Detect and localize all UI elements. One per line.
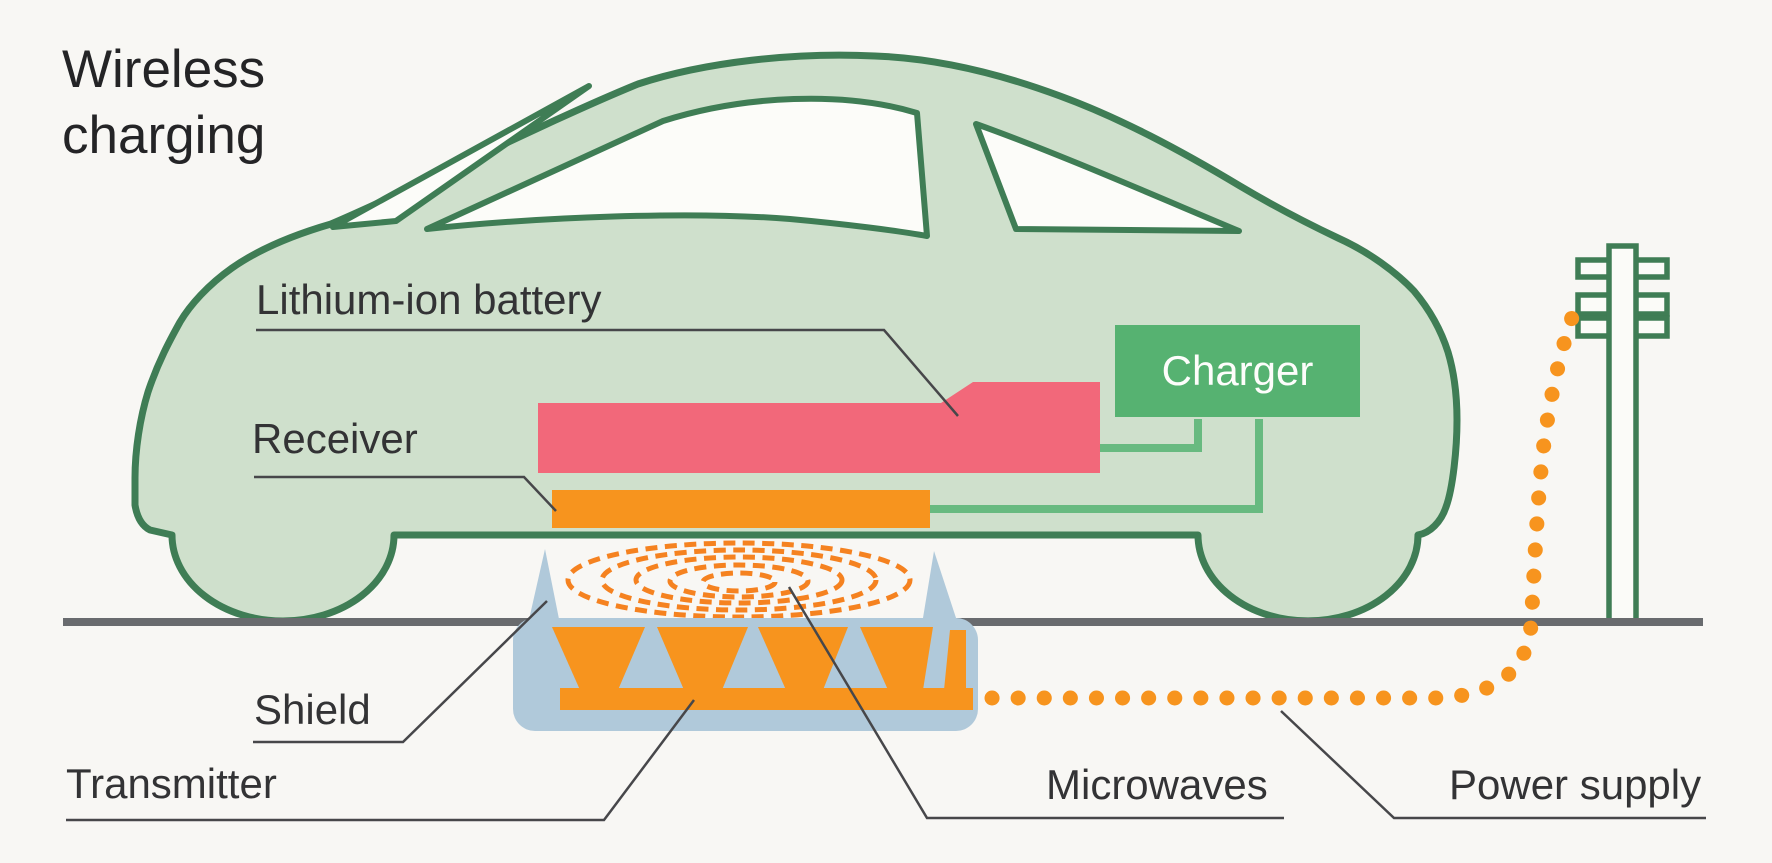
microwave-ring-1 <box>565 540 913 620</box>
drivetrain-components <box>538 325 1360 528</box>
shield-left-spike <box>528 549 560 624</box>
title-line-2: charging <box>62 106 266 165</box>
receiver-shape <box>552 490 930 528</box>
wire-receiver-to-charger <box>930 419 1263 513</box>
lithium-ion-battery-shape <box>538 382 1100 473</box>
windshield-window <box>330 83 592 230</box>
label-shield: Shield <box>254 686 371 733</box>
shield-right-spike <box>922 551 958 624</box>
side-window <box>424 95 930 239</box>
antenna-4 <box>860 627 933 690</box>
transmitter-antennas <box>552 627 973 710</box>
title-line-1: Wireless <box>62 40 266 99</box>
power-pole <box>1575 243 1670 625</box>
microwaves-leader-line <box>787 586 1284 820</box>
label-transmitter: Transmitter <box>66 760 277 807</box>
label-charger: Charger <box>1161 347 1314 394</box>
label-lithium-ion-battery: Lithium-ion battery <box>256 276 602 323</box>
wire-battery-to-charger <box>1100 419 1202 452</box>
antenna-1 <box>552 627 645 690</box>
microwave-ring-2 <box>599 547 879 613</box>
shield-leader-line <box>253 600 548 744</box>
label-receiver: Receiver <box>252 415 418 462</box>
transmitter-base-bar <box>560 688 973 710</box>
microwaves-field <box>565 540 913 620</box>
receiver-leader-line <box>254 475 557 512</box>
antenna-3 <box>758 627 848 690</box>
transmitter-leader-line <box>66 699 695 822</box>
microwave-ring-4 <box>667 562 811 600</box>
battery-leader-line <box>256 328 959 417</box>
power-supply-cable-dots <box>984 298 1584 706</box>
microwave-ring-5 <box>700 570 778 594</box>
leader-lines <box>66 328 1706 822</box>
rear-quarter-window <box>973 121 1242 234</box>
label-microwaves: Microwaves <box>1046 761 1268 808</box>
label-power-supply: Power supply <box>1449 761 1702 808</box>
charger-box <box>1115 325 1360 417</box>
antenna-2 <box>657 627 748 690</box>
microwave-ring-3 <box>633 554 845 606</box>
page-title: Wireless charging <box>62 37 265 169</box>
car-silhouette <box>131 51 1461 625</box>
pole-mast <box>1606 243 1639 625</box>
power-supply-leader-line <box>1280 710 1706 820</box>
antenna-5-partial <box>944 630 966 690</box>
